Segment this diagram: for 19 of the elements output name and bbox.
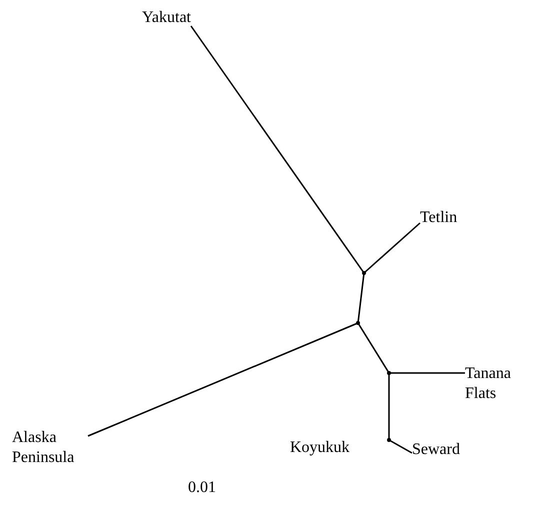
taxon-label: Koyukuk	[290, 438, 350, 458]
branch-line	[388, 373, 390, 441]
branch-node	[356, 321, 360, 325]
branch-line	[88, 322, 358, 437]
branch-line	[190, 26, 365, 274]
branch-line	[364, 222, 420, 274]
taxon-label: Tetlin	[420, 208, 458, 228]
branch-line	[357, 322, 390, 374]
taxon-label: Tanana Flats	[465, 364, 517, 404]
branch-node	[362, 271, 366, 275]
branch-line	[389, 372, 465, 374]
scale-value: 0.01	[188, 478, 216, 498]
taxon-label: Yakutat	[142, 8, 191, 28]
taxon-label: Alaska Peninsula	[12, 428, 88, 468]
branch-node	[387, 371, 391, 375]
branch-line	[388, 439, 412, 454]
branch-node	[387, 438, 391, 442]
branch-line	[357, 272, 365, 324]
taxon-label: Seward	[412, 440, 460, 460]
